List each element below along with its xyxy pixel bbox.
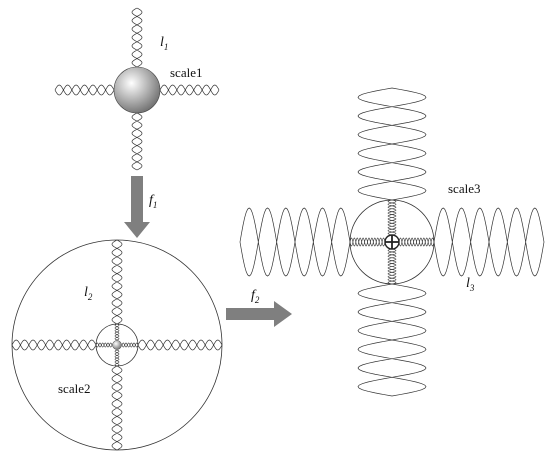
chain-3-left bbox=[239, 207, 351, 277]
inner-cell-3 bbox=[349, 199, 435, 285]
label-scale2: scale2 bbox=[58, 381, 90, 396]
chain-1-up bbox=[131, 7, 143, 68]
label-scale1: scale1 bbox=[170, 65, 202, 80]
chain-1-right bbox=[159, 84, 220, 96]
node-ball-1 bbox=[113, 66, 161, 114]
node-ball-2 bbox=[112, 340, 122, 350]
label-f2: f2 bbox=[251, 288, 260, 305]
structure-3: scale3 l3 bbox=[239, 87, 545, 397]
arrow-f1: f1 bbox=[124, 176, 157, 238]
inner-cell-2 bbox=[95, 323, 139, 367]
chain-1-left bbox=[54, 84, 115, 96]
chain-2-right bbox=[137, 339, 223, 351]
chain-1-down bbox=[131, 112, 143, 171]
label-l3: l3 bbox=[466, 276, 475, 293]
arrow-f2: f2 bbox=[226, 288, 292, 327]
label-scale3: scale3 bbox=[448, 181, 480, 196]
chain-2-left bbox=[11, 339, 97, 351]
chain-3-down bbox=[357, 283, 427, 397]
chain-2-up bbox=[111, 239, 123, 325]
chain-3-right bbox=[433, 207, 545, 277]
label-f1: f1 bbox=[149, 193, 157, 210]
structure-2: l2 scale2 bbox=[11, 239, 223, 451]
label-l1: l1 bbox=[160, 35, 168, 52]
label-l2: l2 bbox=[84, 285, 93, 302]
chain-3-up bbox=[357, 87, 427, 201]
structure-1: l1 scale1 bbox=[54, 7, 220, 171]
chain-2-down bbox=[111, 365, 123, 451]
